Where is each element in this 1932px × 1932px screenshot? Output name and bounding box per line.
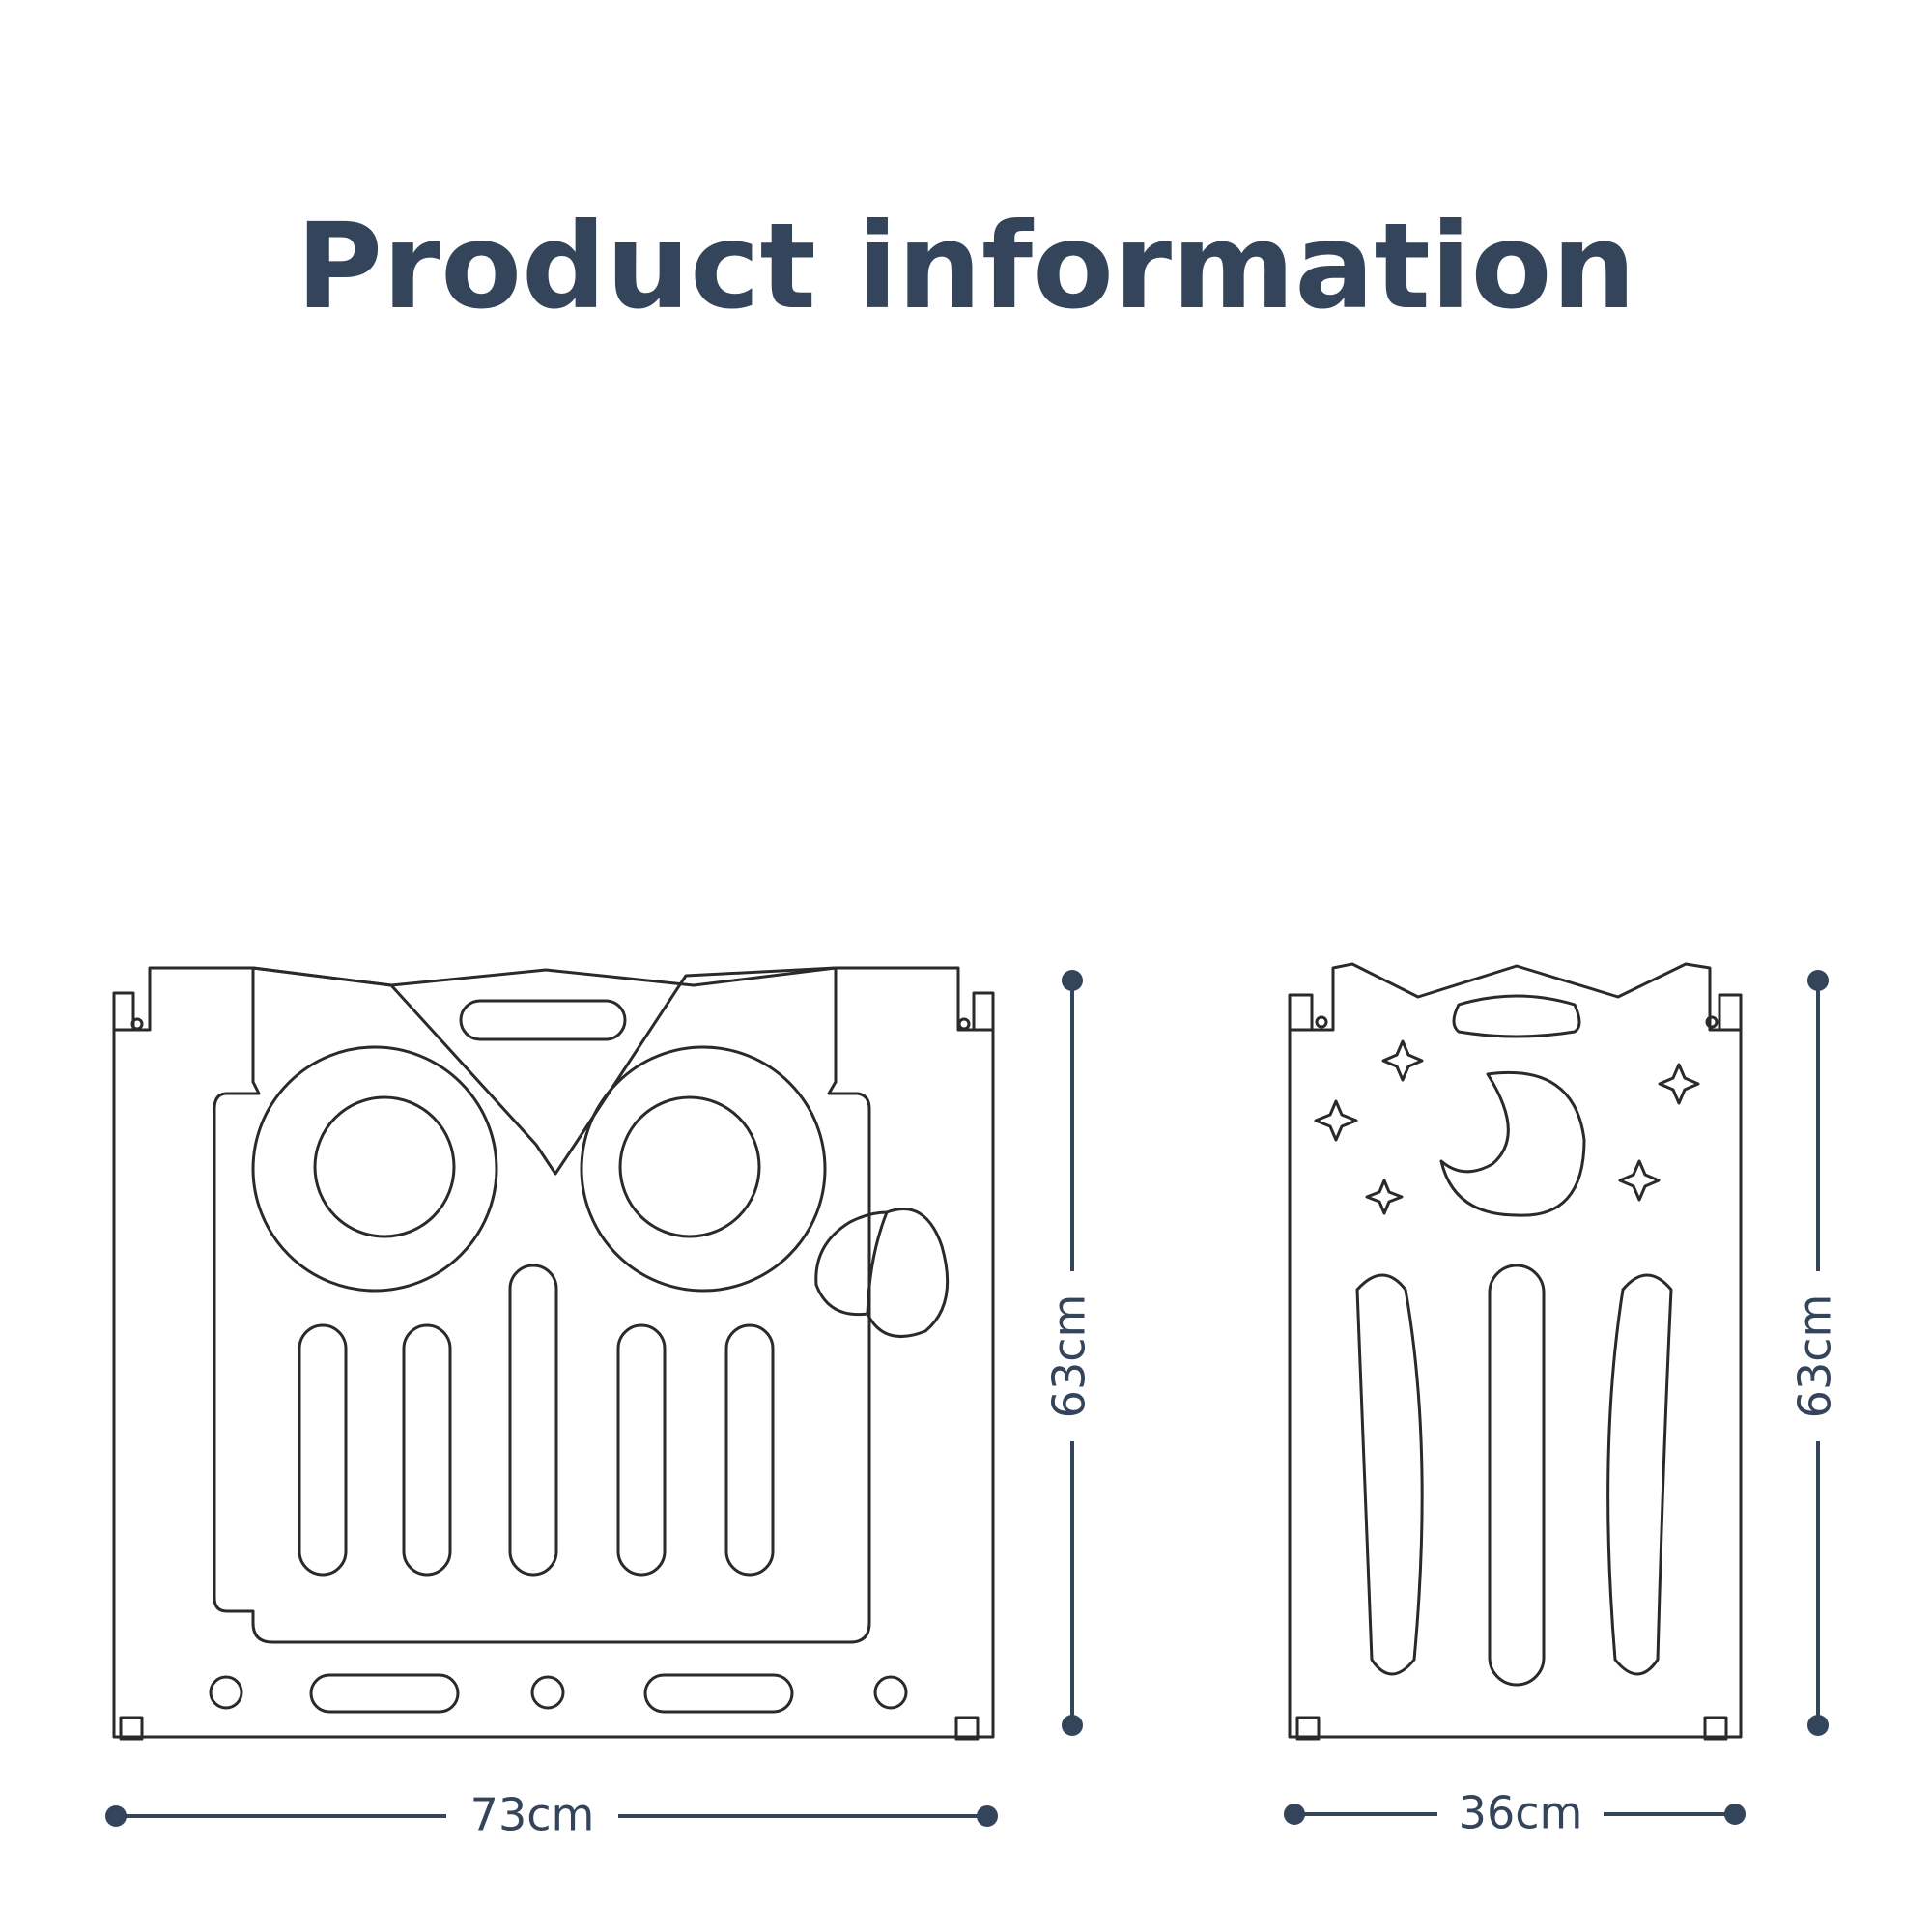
owl-panel-drawing (112, 966, 995, 1741)
owl-carry-handle (459, 999, 627, 1041)
owl-left-eye-inner (313, 1095, 456, 1238)
moon-panel-outline (1288, 962, 1743, 1739)
owl-leaf-ornament (814, 1208, 950, 1339)
dimension-end-dot (977, 1805, 998, 1827)
owl-slot-3 (508, 1264, 558, 1577)
moon-width-label: 36cm (1459, 1787, 1583, 1839)
owl-width-label: 73cm (470, 1789, 595, 1841)
owl-panel-outline (112, 966, 995, 1739)
owl-bottom-hole-3 (873, 1675, 908, 1710)
star-icon (1365, 1179, 1404, 1215)
moon-left-foot (1295, 1716, 1321, 1741)
owl-slot-5 (724, 1323, 775, 1577)
dimension-end-dot (105, 1805, 127, 1827)
moon-slot-left (1355, 1273, 1424, 1676)
moon-slot-center (1488, 1264, 1546, 1687)
left-clip-hole (130, 1017, 144, 1031)
moon-width-dimension: 36cm (1284, 1787, 1746, 1839)
owl-slot-4 (616, 1323, 667, 1577)
owl-right-eye-inner (618, 1095, 761, 1238)
moon-height-label: 63cm (1789, 1294, 1841, 1419)
right-top-clip (972, 991, 995, 1032)
moon-carry-handle (1452, 994, 1581, 1038)
moon-right-clip (1718, 993, 1743, 1032)
right-foot (954, 1716, 980, 1741)
star-icon (1658, 1063, 1700, 1105)
star-icon (1618, 1159, 1661, 1202)
owl-leaf-vein (866, 1210, 889, 1316)
moon-left-clip (1288, 993, 1314, 1032)
star-icon (1314, 1099, 1358, 1142)
dimension-end-dot (1284, 1804, 1305, 1825)
owl-bottom-hole-1 (209, 1675, 243, 1710)
moon-slot-right (1606, 1273, 1673, 1676)
dimension-end-dot (1724, 1804, 1746, 1825)
page-title: Product information (296, 198, 1636, 335)
owl-height-label: 63cm (1043, 1294, 1095, 1419)
moon-height-dimension: 63cm (1789, 970, 1841, 1736)
owl-height-dimension: 63cm (1043, 970, 1095, 1736)
dimension-end-dot (1807, 1715, 1829, 1736)
dimension-end-dot (1062, 970, 1083, 991)
moon-right-clip-hole (1705, 1015, 1719, 1029)
owl-slot-1 (298, 1323, 348, 1577)
owl-bottom-grip-1 (309, 1673, 460, 1714)
owl-bottom-hole-2 (530, 1675, 565, 1710)
left-foot (119, 1716, 144, 1741)
owl-body (213, 966, 871, 1644)
moon-right-foot (1703, 1716, 1728, 1741)
right-clip-hole (957, 1017, 971, 1031)
moon-panel-drawing (1288, 962, 1743, 1741)
moon-crescent (1439, 1070, 1586, 1217)
dimension-end-dot (1062, 1715, 1083, 1736)
moon-left-clip-hole (1315, 1015, 1328, 1029)
owl-bottom-grip-2 (643, 1673, 794, 1714)
owl-width-dimension: 73cm (105, 1789, 998, 1841)
left-top-clip (112, 991, 135, 1032)
owl-slot-2 (402, 1323, 452, 1577)
owl-right-eye-outer (580, 1045, 827, 1293)
star-icon (1381, 1039, 1424, 1082)
dimension-end-dot (1807, 970, 1829, 991)
owl-left-eye-outer (251, 1045, 498, 1293)
